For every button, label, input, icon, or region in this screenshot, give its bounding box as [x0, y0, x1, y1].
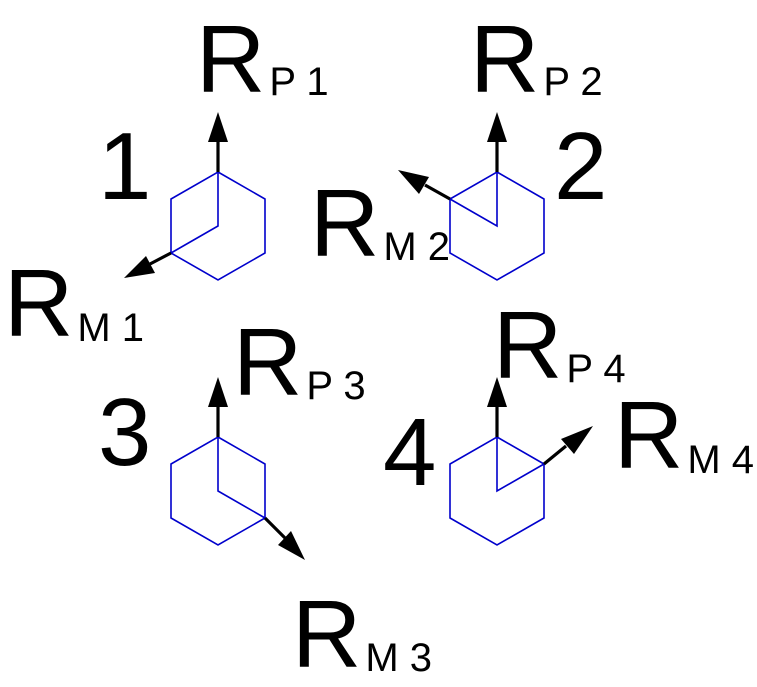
bond-lines-1 [170, 172, 219, 254]
arrowhead-rm2 [398, 170, 429, 194]
bond-lines-3 [217, 437, 266, 519]
molecule-number-1: 1 [98, 113, 151, 220]
arrow-rm4 [542, 444, 568, 466]
arrowhead-rp1 [208, 112, 228, 142]
bond-lines-4 [496, 437, 545, 493]
bond-lines-2 [449, 172, 498, 228]
arrowhead-rp2 [487, 112, 507, 142]
arrowhead-rm3 [278, 531, 305, 560]
molecule-number-2: 2 [554, 113, 607, 220]
hexagon-ring-3 [170, 436, 266, 546]
molecule-number-4: 4 [383, 399, 436, 506]
arrow-rm2 [424, 183, 451, 201]
arrowhead-rm4 [561, 426, 593, 454]
arrowhead-rm1 [124, 256, 155, 278]
molecule-number-3: 3 [98, 379, 151, 486]
arrowhead-rp4 [487, 377, 507, 407]
arrow-rm3 [263, 516, 287, 540]
arrow-rm1 [149, 251, 172, 266]
hexagon-ring-1 [170, 171, 266, 281]
arrowhead-rp3 [208, 377, 228, 407]
